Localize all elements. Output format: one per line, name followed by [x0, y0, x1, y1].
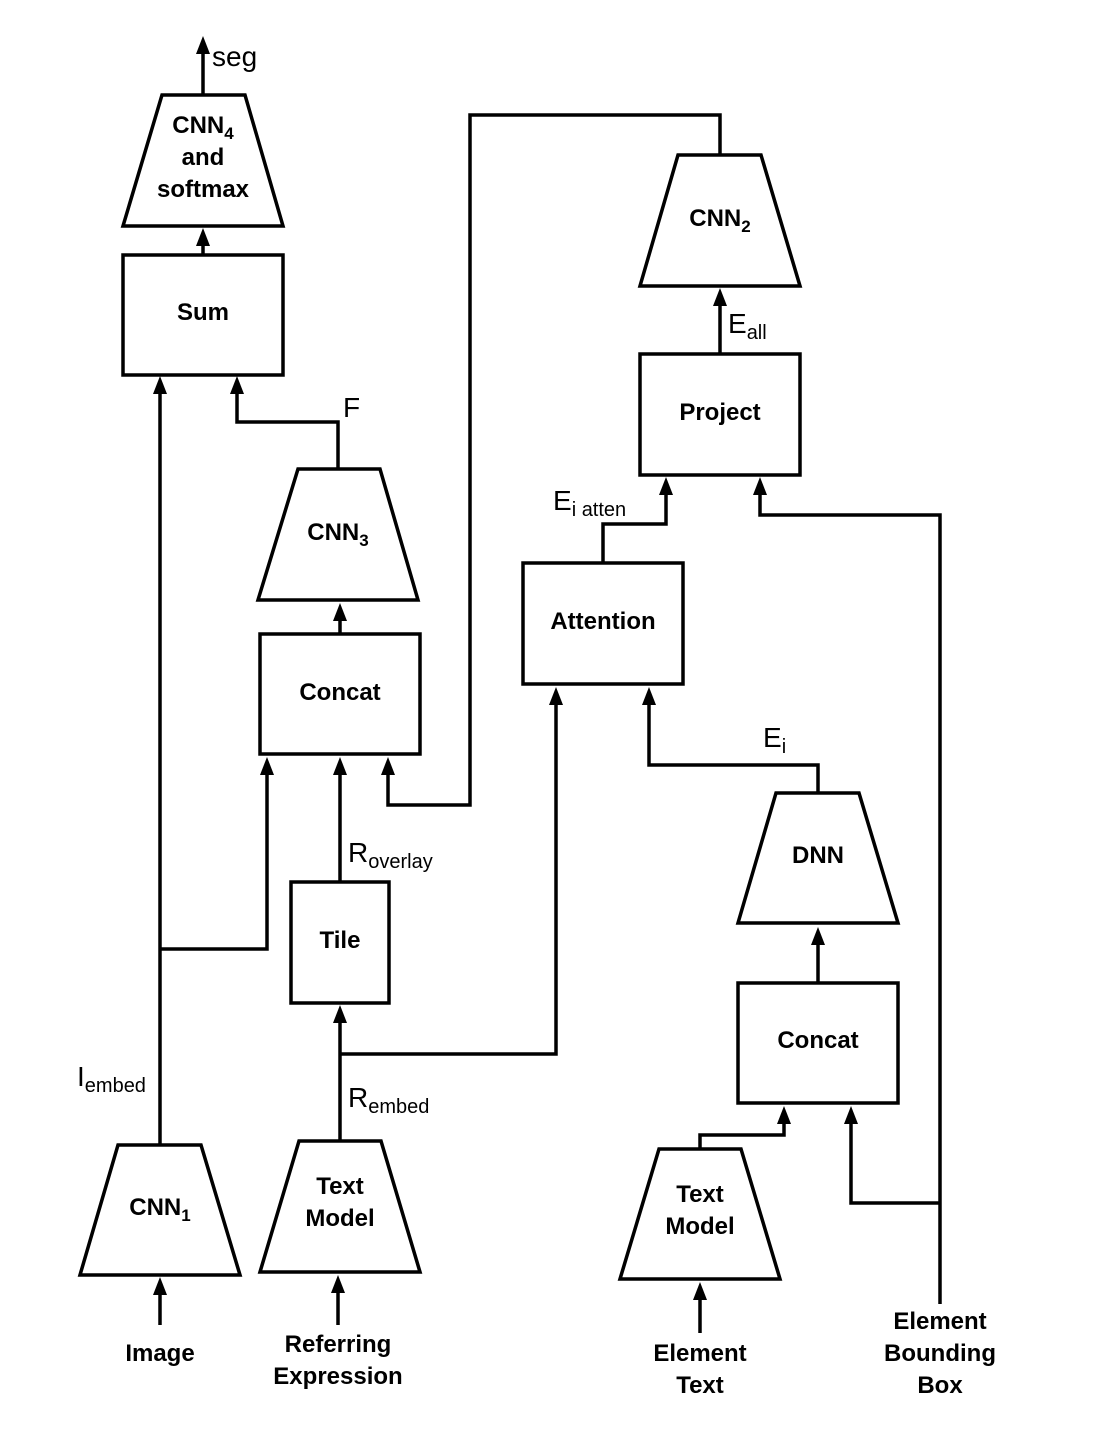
edge-rembed-to-attention [340, 702, 558, 1056]
arrowhead-attention-in-2 [642, 687, 656, 705]
text-model-left-shape [257, 1139, 423, 1274]
arrowhead-dnn-in [811, 927, 825, 945]
input-element-bounding-box-line2: Bounding [884, 1340, 996, 1367]
arrowhead-sum-in-iembed [153, 376, 167, 394]
cnn2-label: CNN2 [689, 205, 750, 236]
text-model-left-label-line1: Text [316, 1173, 364, 1200]
edge-dnn-to-attention [647, 702, 820, 793]
dnn-node: DNN [735, 791, 901, 925]
text-model-right-shape [617, 1147, 783, 1281]
cnn3-node: CNN3 [255, 467, 421, 602]
input-element-bounding-box-line1: Element [893, 1308, 986, 1335]
cnn1-node: CNN1 [77, 1143, 243, 1277]
cnn1-shape [77, 1143, 243, 1277]
arrowheads [153, 36, 858, 1300]
cnn4-label-line2: and [182, 144, 225, 171]
arrowhead-cnn2-in [713, 288, 727, 306]
edge-iembed-to-concat [160, 772, 269, 951]
edge-bbox-to-concat-right [849, 1121, 940, 1205]
arrowhead-concat-right-in-2 [844, 1106, 858, 1124]
label-seg: seg [212, 41, 257, 72]
label-i-embed: Iembed [77, 1061, 146, 1097]
label-e-i-atten: Ei atten [553, 485, 626, 521]
tile-node: Tile [289, 880, 391, 1005]
edge-textmodel-to-concat-right [698, 1121, 786, 1148]
text-model-right-label-line1: Text [676, 1181, 724, 1208]
attention-shape [521, 561, 685, 686]
concat-right-node: Concat [736, 981, 900, 1105]
cnn2-node: CNN2 [637, 153, 803, 288]
cnn1-label: CNN1 [129, 1194, 190, 1225]
input-element-text-line2: Text [676, 1372, 724, 1399]
input-element-bounding-box-line3: Box [917, 1372, 963, 1399]
input-referring-expression-line2: Expression [273, 1363, 402, 1390]
edge-attention-to-project [601, 492, 668, 563]
edge-bbox-to-project [758, 492, 942, 1304]
arrowhead-cnn1-in [153, 1277, 167, 1295]
project-node: Project [638, 352, 802, 477]
input-element-text-line1: Element [653, 1340, 746, 1367]
concat-right-label: Concat [777, 1027, 858, 1054]
inputs: Image Referring Expression Element Text … [125, 1308, 996, 1399]
arrowhead-project-in-1 [659, 477, 673, 495]
label-r-overlay: Roverlay [348, 837, 433, 873]
edge-cnn3-to-sum [235, 392, 340, 468]
cnn4-shape [120, 93, 286, 228]
arrowhead-concat-in-2 [333, 757, 347, 775]
arrowhead-concat-in-1 [260, 757, 274, 775]
tile-label: Tile [320, 927, 361, 954]
edge-cnn2-to-concat [386, 113, 722, 807]
arrowhead-concat-right-in-1 [777, 1106, 791, 1124]
arrowhead-project-in-2 [753, 477, 767, 495]
arrowhead-cnn3-in [333, 603, 347, 621]
arrowhead-cnn4-in [196, 228, 210, 246]
cnn3-shape [255, 467, 421, 602]
dnn-label: DNN [792, 842, 844, 869]
arrowhead-textmodel-right-in [693, 1282, 707, 1300]
arrowhead-textmodel-left-in [331, 1275, 345, 1293]
tile-shape [289, 880, 391, 1005]
concat-left-node: Concat [258, 632, 422, 756]
project-label: Project [679, 399, 760, 426]
arrowhead-tile-in [333, 1005, 347, 1023]
label-f: F [343, 392, 360, 423]
arrowhead-concat-in-3 [381, 757, 395, 775]
connections [158, 52, 942, 1333]
project-shape [638, 352, 802, 477]
attention-node: Attention [521, 561, 685, 686]
sum-node: Sum [121, 253, 285, 377]
arrowhead-attention-in-1 [549, 687, 563, 705]
concat-right-shape [736, 981, 900, 1105]
text-model-left-node: Text Model [257, 1139, 423, 1274]
cnn2-shape [637, 153, 803, 288]
text-model-left-label-line2: Model [305, 1205, 374, 1232]
text-model-right-label-line2: Model [665, 1213, 734, 1240]
cnn3-label: CNN3 [307, 519, 368, 550]
attention-label: Attention [550, 608, 655, 635]
label-e-all: Eall [728, 308, 767, 344]
dnn-shape [735, 791, 901, 925]
arrowhead-sum-in-f [230, 376, 244, 394]
concat-left-shape [258, 632, 422, 756]
input-referring-expression-line1: Referring [285, 1331, 392, 1358]
cnn4-label-line3: softmax [157, 176, 250, 203]
sum-label: Sum [177, 299, 229, 326]
edge-labels: seg F Eall Ei atten Ei Roverlay Iembed R… [77, 41, 786, 1118]
sum-shape [121, 253, 285, 377]
text-model-right-node: Text Model [617, 1147, 783, 1281]
cnn4-node: CNN4 and softmax [120, 93, 286, 228]
label-r-embed: Rembed [348, 1082, 429, 1118]
input-image-label: Image [125, 1340, 194, 1367]
concat-left-label: Concat [299, 679, 380, 706]
cnn4-label-line1: CNN4 [172, 112, 234, 143]
label-e-i: Ei [763, 722, 786, 758]
arrowhead-seg [196, 36, 210, 54]
